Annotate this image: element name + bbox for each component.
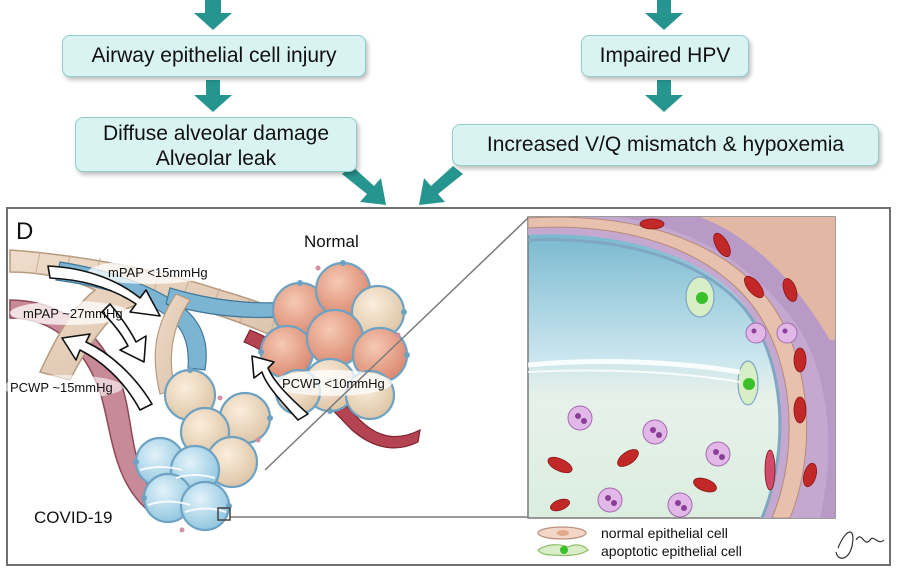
normal-label: Normal bbox=[304, 232, 359, 251]
arrow-down-icon bbox=[194, 0, 232, 30]
arrow-down-icon bbox=[645, 80, 683, 112]
alveolar-damage-label: Diffuse alveolar damage bbox=[102, 122, 330, 145]
airway-injury-label: Airway epithelial cell injury bbox=[91, 44, 337, 67]
pcwp-normal-label: PCWP <10mmHg bbox=[282, 376, 385, 391]
alveolar-leak-label: Alveolar leak bbox=[155, 147, 277, 170]
mpap-covid-label: mPAP ~27mmHg bbox=[23, 306, 123, 321]
arrow-down-icon bbox=[194, 80, 232, 112]
flow-arrow-icon bbox=[61, 333, 153, 411]
flow-arrow-icon bbox=[251, 355, 309, 421]
flow-arrows bbox=[194, 0, 683, 205]
legend-apoptotic-label: apoptotic epithelial cell bbox=[601, 543, 742, 559]
airway-injury-box: Airway epithelial cell injury bbox=[62, 35, 366, 77]
vq-mismatch-box: Increased V/Q mismatch & hypoxemia bbox=[452, 124, 879, 166]
arrow-down-icon bbox=[645, 0, 683, 30]
pcwp-covid-label: PCWP ~15mmHg bbox=[10, 380, 113, 395]
covid-label: COVID-19 bbox=[34, 508, 112, 527]
impaired-hpv-box: Impaired HPV bbox=[581, 35, 749, 77]
mpap-normal-label: mPAP <15mmHg bbox=[108, 265, 208, 280]
impaired-hpv-label: Impaired HPV bbox=[599, 44, 731, 67]
panel-letter: D bbox=[16, 218, 33, 245]
legend-normal-label: normal epithelial cell bbox=[601, 525, 728, 541]
arrow-diagonal-icon bbox=[419, 166, 463, 205]
flow-arrow-icon bbox=[101, 303, 147, 363]
alveolar-damage-box: Diffuse alveolar damage Alveolar leak bbox=[75, 117, 357, 172]
arrow-diagonal-icon bbox=[342, 166, 386, 205]
signature bbox=[835, 531, 885, 559]
vq-mismatch-label: Increased V/Q mismatch & hypoxemia bbox=[486, 133, 845, 156]
flow-arrow-icon bbox=[47, 265, 161, 317]
